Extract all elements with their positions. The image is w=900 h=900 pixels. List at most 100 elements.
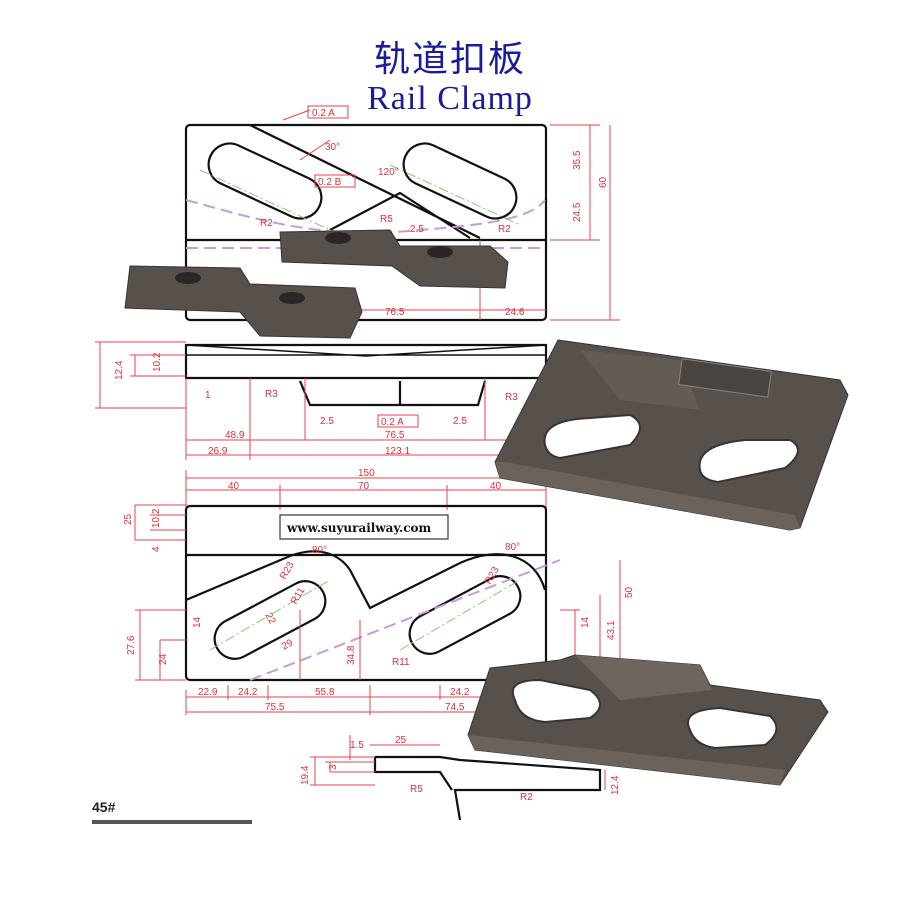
dim-label: 10.2 bbox=[151, 508, 162, 528]
clamp-photo-small-2 bbox=[124, 265, 363, 339]
hidden-line bbox=[185, 199, 546, 234]
clamp-body bbox=[279, 229, 509, 289]
top-view: 0.2 A 0.2 B 30° 120° R5 R2 R2 2.5 35.5 2… bbox=[184, 105, 620, 322]
dim-label: R2 bbox=[498, 224, 511, 235]
dim-label: 0.2 A bbox=[312, 108, 335, 119]
dim-label: R11 bbox=[289, 585, 308, 606]
tolerance-frame bbox=[307, 105, 349, 119]
dim-label: 29 bbox=[280, 637, 296, 652]
bottom-slot-left bbox=[213, 580, 327, 660]
leader-lines bbox=[282, 109, 331, 161]
clamp-slot bbox=[687, 706, 778, 750]
top-view-groove bbox=[249, 124, 481, 239]
tolerance-frame bbox=[314, 174, 356, 188]
dim-label: 40 bbox=[228, 481, 240, 492]
dim-label: R2 bbox=[520, 792, 533, 803]
side-view-boss bbox=[298, 380, 487, 407]
dim-label: R11 bbox=[392, 657, 410, 668]
dimension-lines bbox=[310, 735, 606, 790]
dimension-lines bbox=[95, 341, 560, 460]
dim-label: R2 bbox=[260, 218, 273, 229]
website-label: www.suyurailway.com bbox=[286, 521, 432, 535]
clamp-hole bbox=[427, 246, 453, 258]
dim-label: 22.9 bbox=[198, 687, 218, 698]
dim-label: 34.8 bbox=[346, 645, 357, 665]
dim-label: 60 bbox=[598, 176, 609, 188]
top-slot-right bbox=[402, 142, 518, 220]
website-box bbox=[279, 514, 449, 540]
dim-label: 48.9 bbox=[225, 430, 245, 441]
bottom-view-outline bbox=[184, 504, 548, 682]
dim-label: 80° bbox=[312, 545, 327, 556]
dim-label: 24.2 bbox=[238, 687, 258, 698]
dim-label: 3 bbox=[328, 764, 339, 770]
dim-label: R3 bbox=[505, 392, 518, 403]
dim-label: 150 bbox=[358, 468, 375, 479]
clamp-hole bbox=[279, 292, 305, 304]
dim-label: 76.5 bbox=[385, 307, 405, 318]
dim-label: R3 bbox=[265, 389, 278, 400]
dim-label: 2.5 bbox=[453, 416, 467, 427]
dim-label: 26.9 bbox=[208, 446, 228, 457]
title-chinese: 轨道扣板 bbox=[373, 39, 526, 80]
dim-label: 30° bbox=[325, 142, 340, 153]
clamp-photo-small-1 bbox=[279, 229, 509, 289]
clamp-slot bbox=[543, 413, 641, 460]
clamp-slot bbox=[698, 439, 799, 484]
top-slot-left bbox=[207, 142, 323, 220]
dim-label: 80° bbox=[505, 542, 520, 553]
dim-label: 4 bbox=[151, 546, 162, 552]
centerline bbox=[199, 164, 521, 231]
clamp-marking bbox=[678, 358, 772, 398]
bottom-view-profile bbox=[185, 550, 547, 610]
dim-label: 24.2 bbox=[450, 687, 470, 698]
clamp-ridge bbox=[580, 350, 700, 410]
dim-label: 24.6 bbox=[505, 307, 525, 318]
centerline bbox=[209, 579, 521, 651]
dim-label: 123.1 bbox=[385, 446, 410, 457]
clamp-edge bbox=[495, 462, 800, 530]
title-english: Rail Clamp bbox=[367, 80, 533, 117]
hidden-line bbox=[249, 559, 561, 681]
dim-label: 76.5 bbox=[385, 430, 405, 441]
side-view-top bbox=[185, 344, 547, 357]
dim-label: R23 bbox=[278, 560, 297, 582]
dim-label: 55.8 bbox=[315, 687, 335, 698]
dim-label: 19.4 bbox=[300, 765, 311, 785]
dim-label: 27.6 bbox=[126, 635, 137, 655]
dim-label: 0.2 B bbox=[318, 177, 342, 188]
dim-label: 2.5 bbox=[320, 416, 334, 427]
dim-label: 12.4 bbox=[610, 775, 621, 795]
dim-label: 50 bbox=[624, 586, 635, 598]
dim-label: R5 bbox=[380, 214, 393, 225]
dim-label: 10.2 bbox=[152, 352, 163, 372]
clamp-photo-large-2 bbox=[467, 654, 829, 786]
dimension-lines bbox=[290, 124, 620, 321]
dim-label: 74.5 bbox=[445, 702, 465, 713]
side-view-outline bbox=[184, 343, 548, 380]
clamp-body bbox=[124, 265, 363, 339]
dim-label: 35.5 bbox=[572, 150, 583, 170]
dim-label: 14 bbox=[580, 616, 591, 628]
dimension-lines bbox=[185, 470, 547, 510]
dim-label: 2.5 bbox=[410, 224, 424, 235]
dim-label: 40 bbox=[490, 481, 502, 492]
dim-label: 43.1 bbox=[606, 620, 617, 640]
tolerance-frame bbox=[377, 414, 419, 428]
clamp-slot bbox=[511, 678, 601, 724]
dim-label: 25 bbox=[395, 735, 407, 746]
side-view: 12.4 10.2 1 R3 R3 2.5 2.5 0.2 A 48.9 76.… bbox=[95, 341, 560, 460]
dim-label: 0.2 A bbox=[381, 417, 404, 428]
bottom-view: 150 40 70 40 www.suyurailway.com 25 10.2… bbox=[123, 468, 635, 715]
section-view: 1.5 25 19.4 3 R5 R2 12.4 bbox=[300, 735, 621, 821]
dim-label: 1 bbox=[205, 390, 211, 401]
dim-label: 12.4 bbox=[114, 360, 125, 380]
material-label: 45# bbox=[92, 799, 116, 815]
clamp-hole bbox=[325, 232, 351, 244]
dim-label: 22 bbox=[262, 611, 277, 627]
top-view-outline bbox=[184, 123, 548, 322]
dim-label: R5 bbox=[410, 784, 423, 795]
cropped-text bbox=[92, 820, 252, 824]
